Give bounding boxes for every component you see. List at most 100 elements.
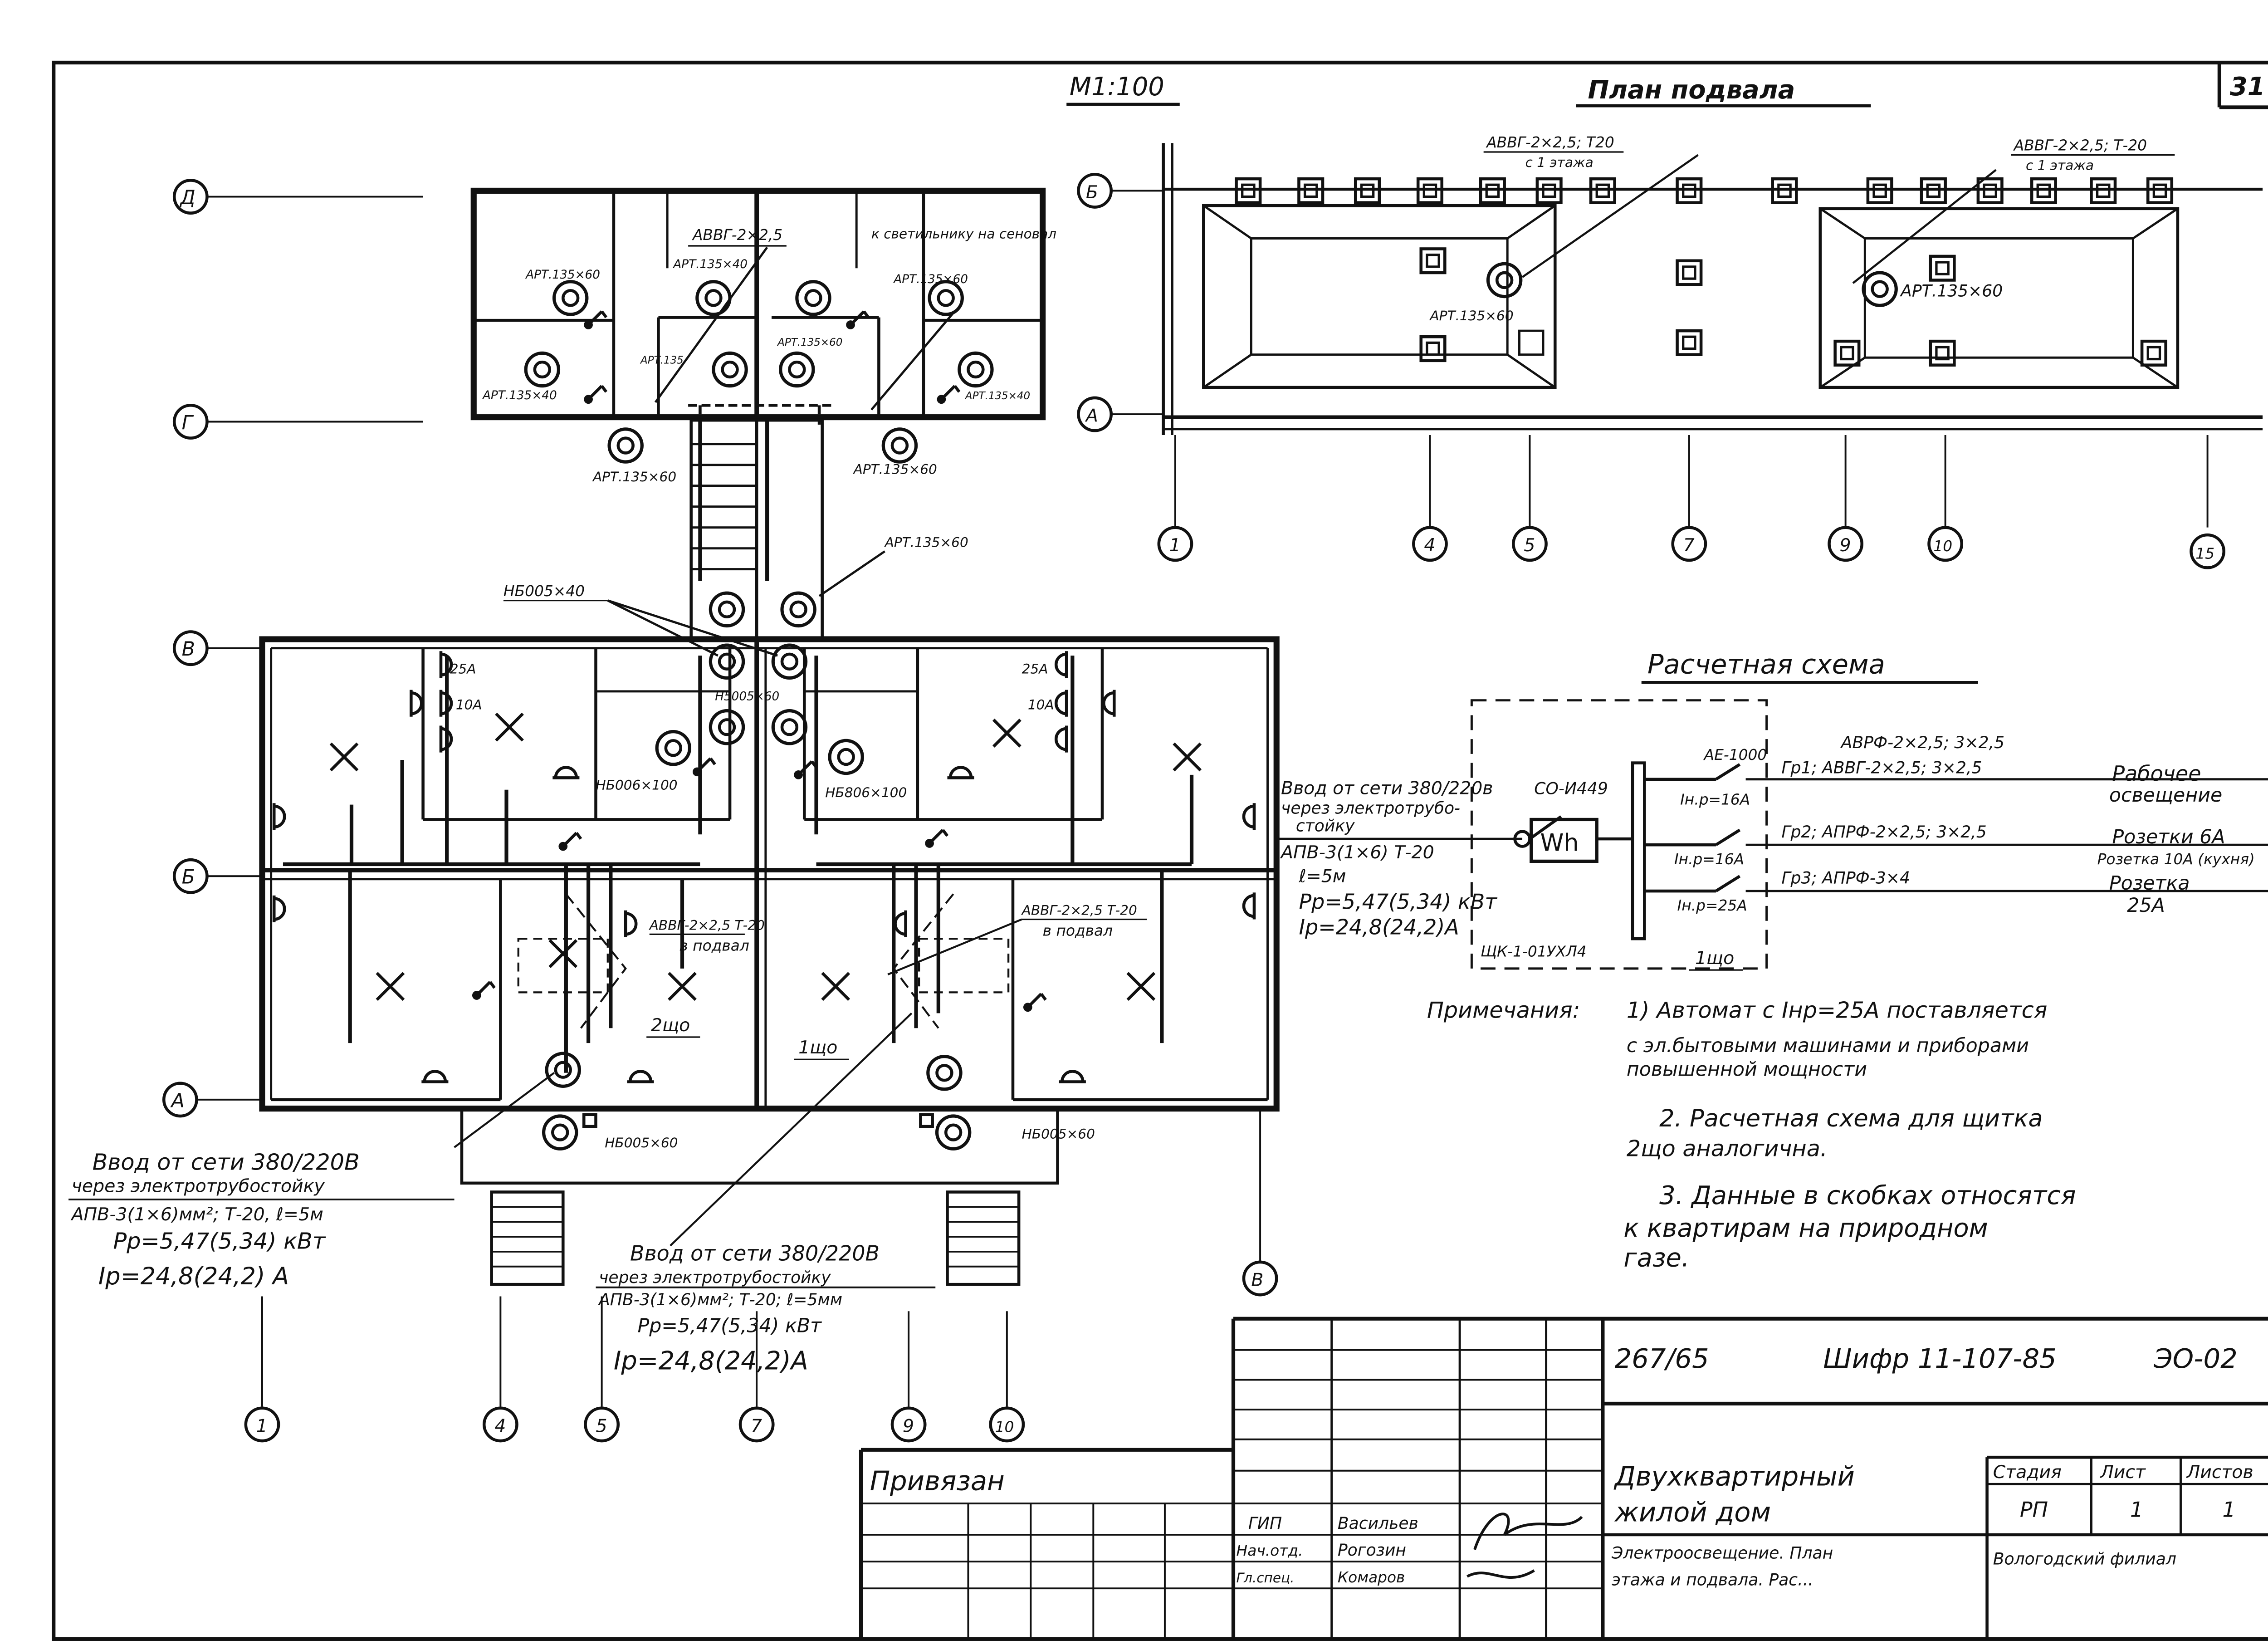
scheme-group-3: Гр3; АПРФ-3×4 Iн.р=25А Розетка 25А: [1644, 868, 2268, 917]
tb-h-sheets: Листов: [2186, 1462, 2253, 1483]
scheme-input-1: Ввод от сети 380/220в: [1281, 778, 1493, 799]
svg-text:АПВ-3(1×6)мм²; Т-20; ℓ=5мм: АПВ-3(1×6)мм²; Т-20; ℓ=5мм: [598, 1290, 842, 1309]
svg-text:10: 10: [1933, 538, 1952, 555]
scheme-input-2: через электротрубо-: [1281, 798, 1460, 818]
svg-text:2. Расчетная схема для щитка: 2. Расчетная схема для щитка: [1659, 1105, 2043, 1132]
svg-text:Iн.р=25А: Iн.р=25А: [1677, 897, 1747, 914]
label-art-4: АРТ.135×40: [482, 389, 557, 402]
svg-text:Розетка: Розетка: [2109, 872, 2190, 895]
title-block: [859, 1317, 2268, 1639]
svg-text:5: 5: [596, 1415, 607, 1436]
scheme-current: Iр=24,8(24,2)А: [1299, 915, 1459, 939]
tb-cipher: Шифр 11-107-85: [1823, 1343, 2056, 1374]
svg-text:с эл.бытовыми машинами и прибо: с эл.бытовыми машинами и приборами: [1627, 1034, 2029, 1057]
label-nb-60-left: НБ005×60: [605, 1135, 678, 1151]
svg-text:В: В: [1251, 1269, 1263, 1290]
tb-role-3: Гл.спец.: [1237, 1570, 1295, 1586]
svg-text:В: В: [182, 638, 195, 661]
tb-name-3: Комаров: [1338, 1569, 1405, 1586]
label-nbo-left: НБ006×100: [596, 778, 678, 793]
basement-plan-title: План подвала: [1588, 75, 1795, 105]
svg-text:Б: Б: [1086, 182, 1098, 203]
svg-text:25А: 25А: [2127, 894, 2165, 917]
axis-columns: 1 4 5 7 9 10 В: [244, 1108, 1278, 1443]
svg-text:Iн.р=16А: Iн.р=16А: [1674, 851, 1744, 868]
svg-text:через электротрубостойку: через электротрубостойку: [72, 1176, 325, 1197]
label-art-3: АРТ.135×60: [893, 273, 968, 286]
scheme-breaker-type: АЕ-1000: [1703, 746, 1767, 764]
label-10a-left: 10А: [456, 697, 482, 712]
svg-text:газе.: газе.: [1623, 1244, 1689, 1273]
basement-cable-left: АВВГ-2×2,5; Т20: [1486, 134, 1614, 151]
label-art-10: АРТ.135×60: [884, 534, 968, 550]
tb-role-1: ГИП: [1248, 1513, 1282, 1533]
label-art-5: АРТ.135: [640, 354, 684, 366]
scheme-panel: 1що: [1695, 948, 1734, 969]
svg-text:АПВ-3(1×6)мм²; Т-20, ℓ=5м: АПВ-3(1×6)мм²; Т-20, ℓ=5м: [70, 1204, 323, 1225]
label-nb-60-right: НБ005×60: [1022, 1126, 1095, 1141]
svg-text:А: А: [170, 1089, 185, 1112]
busbar: [1631, 761, 1646, 940]
svg-text:Гр2; АПРФ-2×2,5; 3×2,5: Гр2; АПРФ-2×2,5; 3×2,5: [1781, 822, 1986, 842]
page-number: 31: [2230, 72, 2265, 102]
label-art-9: АРТ.135×60: [853, 461, 937, 477]
scheme-input-3: стойку: [1296, 816, 1355, 836]
tb-stage: РП: [2020, 1498, 2048, 1522]
svg-text:Д: Д: [179, 186, 195, 209]
scale-label: М1:100: [1070, 72, 1164, 102]
tb-h-sheet: Лист: [2099, 1462, 2146, 1483]
svg-text:к квартирам на природном: к квартирам на природном: [1623, 1214, 1988, 1243]
input-right-note: Ввод от сети 380/220В через электротрубо…: [596, 1012, 936, 1376]
tb-object-2: жилой дом: [1614, 1496, 1771, 1528]
tb-drawing-1: Электроосвещение. План: [1611, 1543, 1833, 1563]
tb-sheet-code: ЭО-02: [2153, 1343, 2237, 1374]
basement-lamp-left-label: АРТ.135×60: [1429, 308, 1513, 323]
signature: [1466, 1513, 1583, 1579]
svg-text:10: 10: [995, 1418, 1014, 1435]
scheme-cabinet: [1470, 699, 1768, 970]
label-nbo-right: НБ806×100: [825, 785, 907, 800]
basement-axes: Б А 1 4 5 7 9 10 15: [1077, 172, 2225, 569]
svg-text:А: А: [1085, 405, 1098, 426]
svg-text:Розетки 6А: Розетки 6А: [2112, 826, 2225, 848]
svg-text:Б: Б: [182, 866, 195, 889]
svg-text:9: 9: [903, 1415, 914, 1436]
tb-drawing-2: этажа и подвала. Рас...: [1612, 1570, 1813, 1590]
label-nb-40: НБ005×40: [503, 583, 585, 600]
svg-text:Розетка 10А (кухня): Розетка 10А (кухня): [2097, 851, 2255, 868]
svg-text:1) Автомат с Iнр=25А поставляе: 1) Автомат с Iнр=25А поставляется: [1627, 997, 2047, 1023]
wiring-runs: [283, 656, 1194, 1073]
svg-text:через электротрубостойку: через электротрубостойку: [599, 1268, 831, 1287]
scheme-group-2: Гр2; АПРФ-2×2,5; 3×2,5 Iн.р=16А Розетки …: [1644, 822, 2268, 868]
label-nb-60-center: Н5005×60: [715, 690, 779, 704]
label-art-7: АРТ.135×40: [964, 390, 1030, 402]
svg-text:5: 5: [1524, 535, 1535, 556]
label-10a-right: 10А: [1028, 697, 1054, 712]
label-to-basement-left: в подвал: [679, 937, 749, 954]
label-cable-basement-left: АВВГ-2×2,5 Т-20: [649, 917, 765, 933]
svg-text:2що аналогична.: 2що аналогична.: [1627, 1136, 1828, 1162]
svg-text:4: 4: [494, 1415, 506, 1436]
svg-text:Ввод от сети 380/220В: Ввод от сети 380/220В: [630, 1241, 880, 1266]
svg-text:Iн.р=16А: Iн.р=16А: [1680, 791, 1750, 808]
svg-text:15: 15: [2195, 545, 2214, 563]
svg-text:4: 4: [1424, 535, 1435, 556]
svg-text:1: 1: [256, 1415, 268, 1436]
label-art-6: АРТ.135×60: [777, 337, 842, 348]
basement-cable-left-sub: с 1 этажа: [1525, 155, 1593, 170]
scheme-meter-type: СО-И449: [1534, 779, 1608, 798]
svg-text:Pр=5,47(5,34) кВт: Pр=5,47(5,34) кВт: [113, 1228, 326, 1254]
tb-name-1: Васильев: [1338, 1513, 1418, 1533]
label-panel-1: 1що: [798, 1037, 837, 1058]
tb-name-2: Рогозин: [1338, 1540, 1406, 1560]
svg-text:освещение: освещение: [2109, 784, 2222, 807]
label-to-basement-right: в подвал: [1043, 922, 1113, 940]
scheme-title: Расчетная схема: [1647, 649, 1885, 680]
label-25a-left: 25А: [450, 661, 476, 677]
svg-text:3. Данные в скобках относятся: 3. Данные в скобках относятся: [1659, 1181, 2076, 1210]
meter-label: Wh: [1540, 829, 1579, 857]
scheme-length: ℓ=5м: [1298, 866, 1346, 886]
label-to-hayloft: к светильнику на сеновал: [871, 226, 1056, 242]
upper-wing: [470, 187, 1046, 421]
